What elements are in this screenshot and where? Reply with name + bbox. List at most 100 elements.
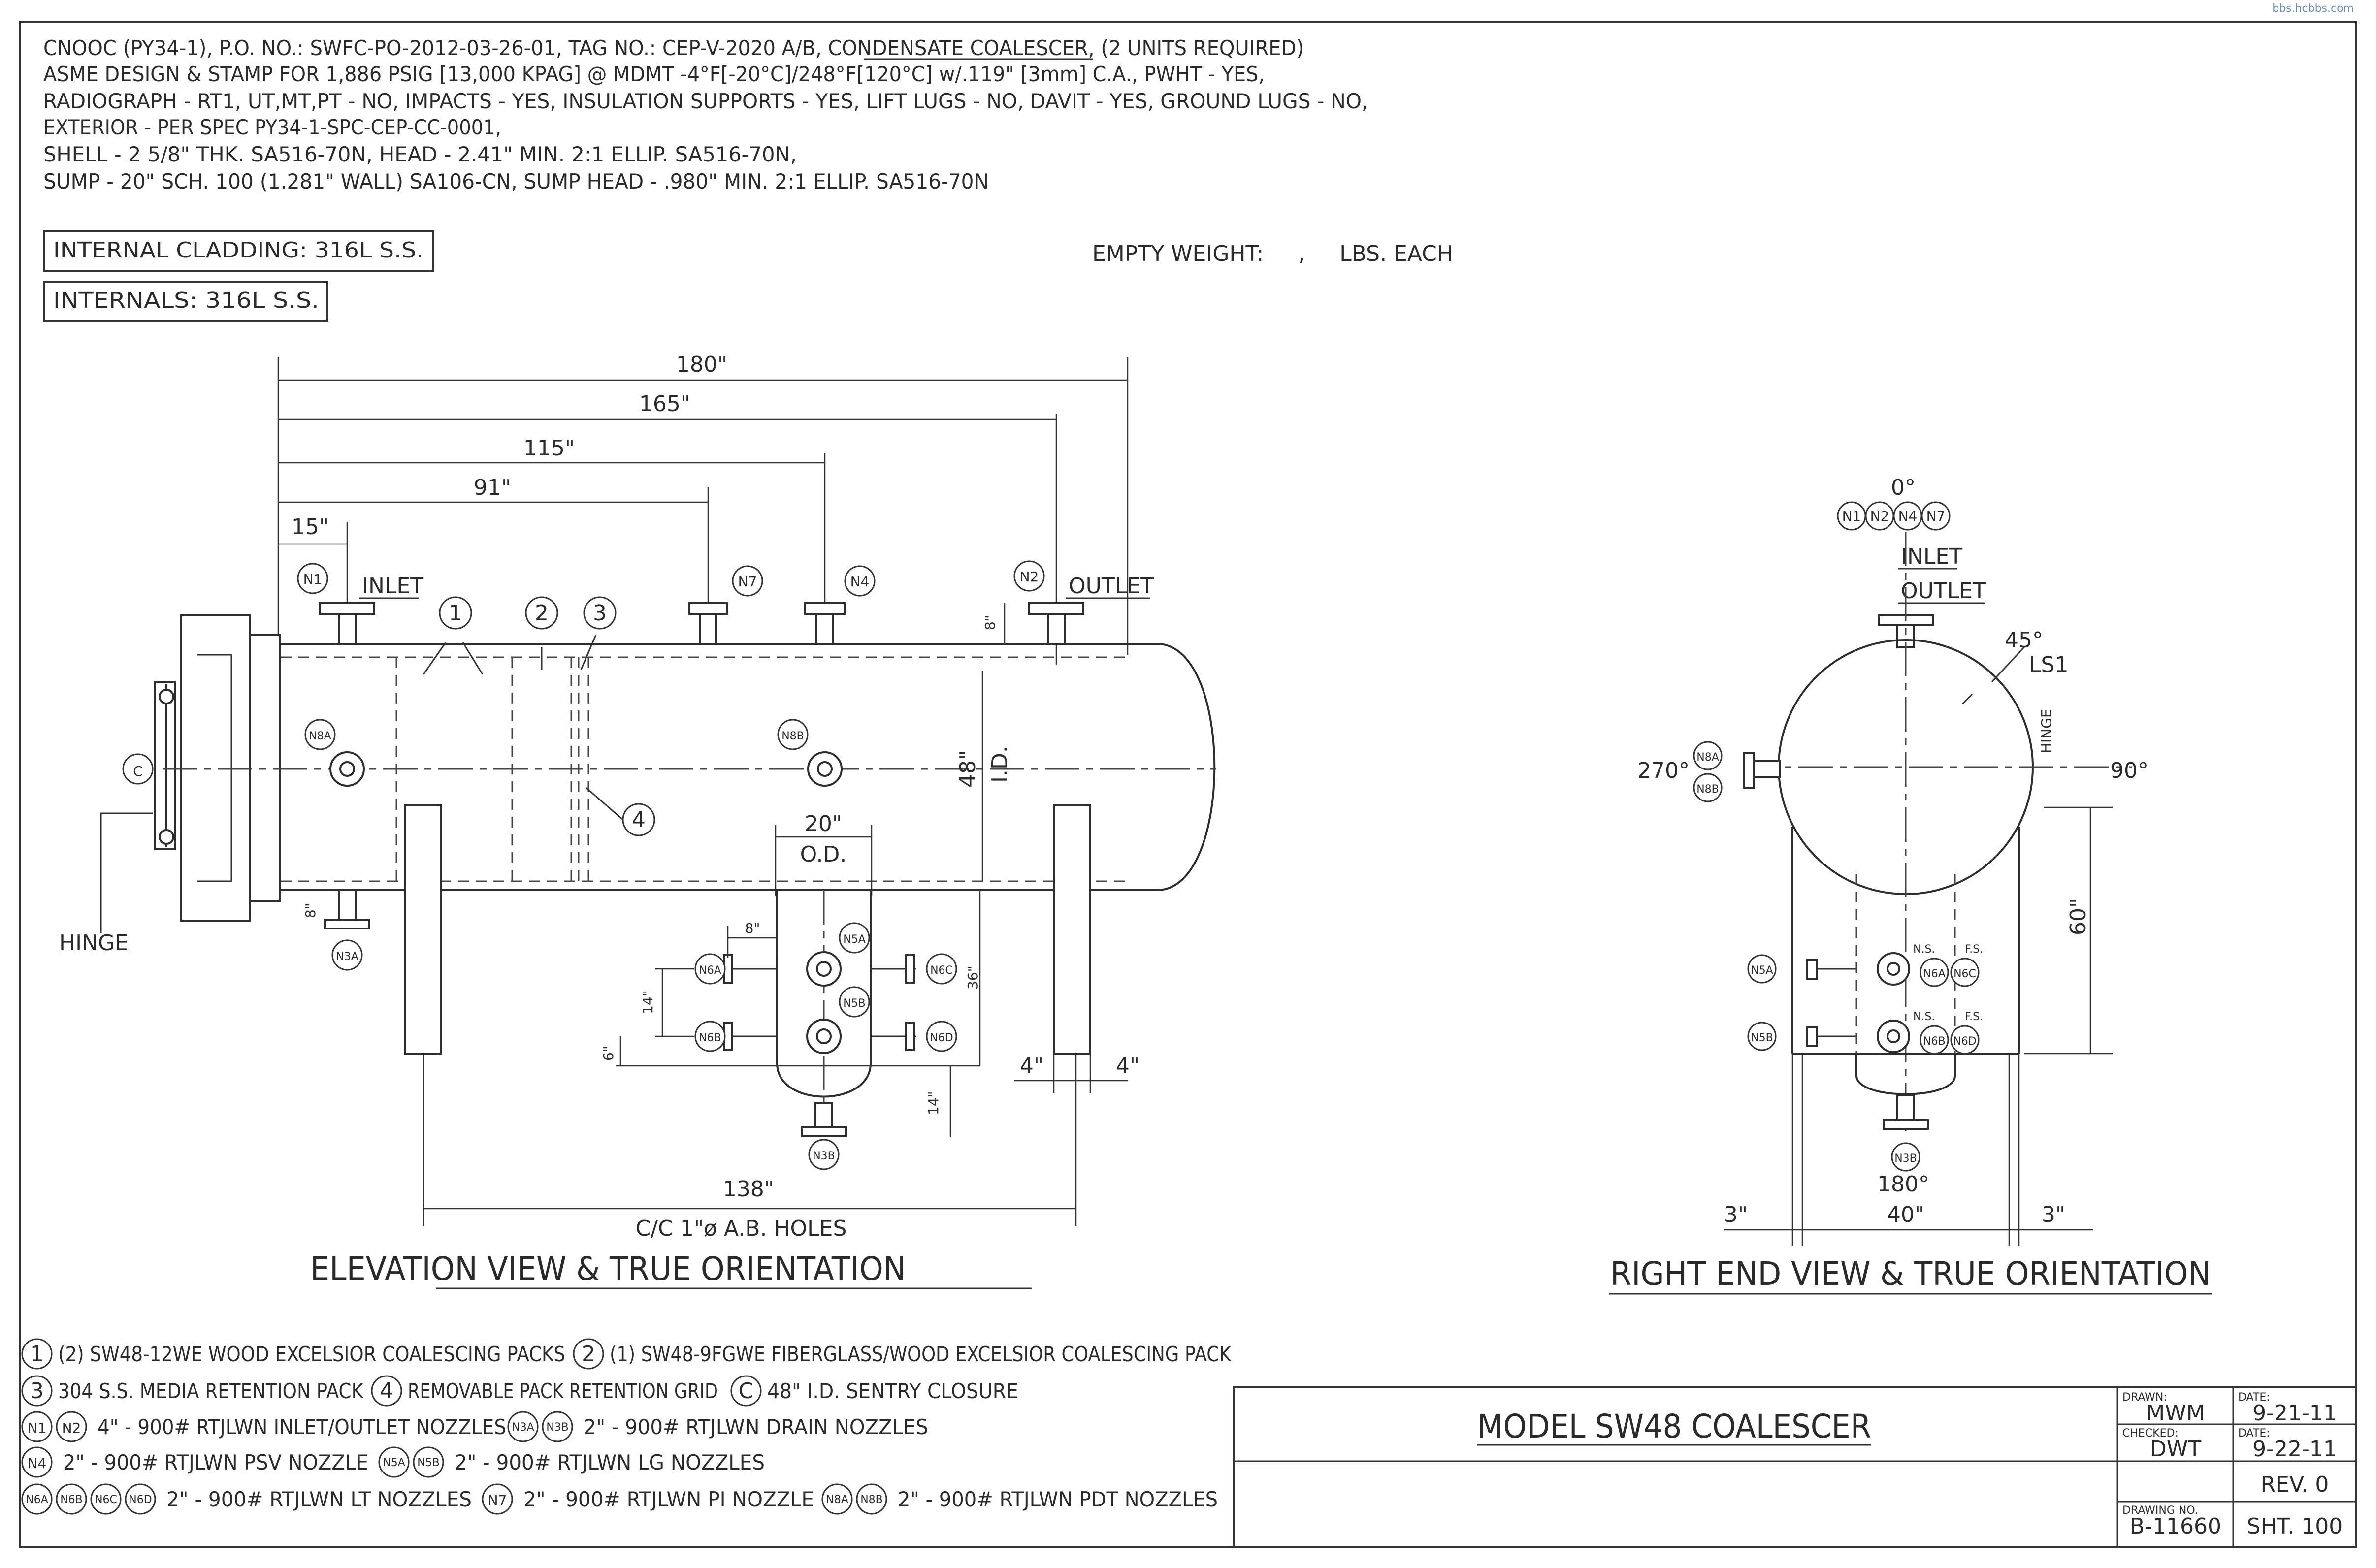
dim-180: 180"	[676, 352, 727, 377]
dim-8-bottom: 8"	[302, 903, 319, 918]
note-text-1: (2) SW48-12WE WOOD EXCELSIOR COALESCING …	[58, 1342, 565, 1366]
note-text-11: 2" - 900# RTJLWN PDT NOZZLES	[898, 1487, 1218, 1511]
end-n8a: N8A	[1696, 751, 1719, 764]
note-text-9: 2" - 900# RTJLWN LT NOZZLES	[166, 1487, 472, 1511]
ls1-label: LS1	[2029, 652, 2068, 677]
end-n6d: N6D	[1953, 1035, 1976, 1048]
drawn-label: DRAWN:	[2122, 1391, 2167, 1404]
dim-4-left: 4"	[1020, 1054, 1043, 1079]
note-bubble-n1: N1	[28, 1420, 47, 1436]
dim-3-left: 3"	[1724, 1202, 1748, 1227]
dim-40: 40"	[1887, 1202, 1924, 1227]
dim-60: 60"	[2066, 898, 2091, 935]
note-bubble-n3b: N3B	[546, 1421, 569, 1434]
date2-label: DATE:	[2238, 1427, 2270, 1440]
end-n3b: N3B	[1894, 1152, 1917, 1165]
angle-180: 180°	[1877, 1172, 1929, 1197]
item-1-bubble: 1	[449, 601, 462, 626]
note-text-7: 2" - 900# RTJLWN PSV NOZZLE	[63, 1450, 368, 1474]
end-n6b: N6B	[1923, 1035, 1946, 1048]
dim-15: 15"	[292, 514, 329, 540]
note-bubble-n6a: N6A	[26, 1494, 48, 1506]
dim-od: O.D.	[800, 842, 847, 867]
dim-3-right: 3"	[2042, 1202, 2065, 1227]
angle-45: 45°	[2005, 628, 2043, 653]
nozzle-n8a: N8A	[309, 730, 331, 742]
end-n2: N2	[1870, 508, 1889, 524]
end-inlet: INLET	[1901, 544, 1962, 569]
note-bubble-2: 2	[582, 1342, 595, 1367]
item-2-bubble: 2	[535, 601, 549, 626]
note-text-4: REMOVABLE PACK RETENTION GRID	[408, 1379, 718, 1403]
note-bubble-n5b: N5B	[417, 1457, 440, 1469]
fs-label-1: F.S.	[1965, 943, 1983, 956]
hinge-label: HINGE	[59, 930, 129, 956]
note-text-8: 2" - 900# RTJLWN LG NOZZLES	[455, 1450, 765, 1474]
note-bubble-n2: N2	[62, 1420, 81, 1436]
note-bubble-n6c: N6C	[95, 1494, 117, 1506]
note-bubble-c: C	[739, 1378, 754, 1404]
nozzle-n2: N2	[1020, 569, 1039, 585]
note-bubble-4: 4	[380, 1378, 393, 1404]
note-bubble-n5a: N5A	[383, 1457, 405, 1469]
checked-value: DWT	[2150, 1437, 2201, 1462]
elevation-view: 180" 165" 115" 91" 15" C HINGE	[59, 352, 1216, 1289]
note-bubble-n7: N7	[488, 1492, 507, 1508]
end-view: 0° N1 N2 N4 N7 INLET OUTLET 45° LS1 HING…	[1609, 475, 2212, 1295]
dim-8-top: 8"	[982, 615, 998, 630]
title-block: MODEL SW48 COALESCER DRAWN: MWM DATE: 9-…	[1233, 1386, 2357, 1548]
dim-id: I.D.	[987, 746, 1012, 783]
dim-115: 115"	[523, 436, 575, 461]
nozzle-n6d: N6D	[930, 1032, 953, 1044]
nozzle-n3a: N3A	[336, 951, 358, 963]
end-n8b: N8B	[1696, 783, 1719, 796]
note-text-c: 48" I.D. SENTRY CLOSURE	[767, 1379, 1018, 1403]
sheet-number: SHT. 100	[2247, 1514, 2343, 1539]
nozzle-n5b: N5B	[843, 997, 866, 1010]
internals-label: INTERNALS: 316L S.S.	[53, 288, 319, 313]
corner-mark: bbs.hcbbs.com	[2272, 2, 2354, 15]
date2-value: 9-22-11	[2252, 1437, 2337, 1462]
header-line-5: SHELL - 2 5/8" THK. SA516-70N, HEAD - 2.…	[43, 142, 797, 166]
dim-8-sump: 8"	[745, 920, 760, 936]
dim-48: 48"	[955, 750, 980, 788]
header-line-1: CNOOC (PY34-1), P.O. NO.: SWFC-PO-2012-0…	[43, 36, 1304, 60]
note-bubble-n8b: N8B	[860, 1494, 883, 1506]
dim-91: 91"	[474, 475, 511, 500]
note-text-10: 2" - 900# RTJLWN PI NOZZLE	[523, 1487, 814, 1511]
nozzle-n8b: N8B	[781, 730, 804, 742]
note-bubble-n8a: N8A	[826, 1494, 848, 1506]
header-line-6: SUMP - 20" SCH. 100 (1.281" WALL) SA106-…	[43, 169, 989, 193]
end-n5a: N5A	[1751, 964, 1773, 977]
end-n6a: N6A	[1923, 968, 1946, 980]
note-bubble-n6b: N6B	[60, 1494, 83, 1506]
note-bubble-n3a: N3A	[512, 1421, 534, 1434]
end-n7: N7	[1926, 508, 1946, 524]
cladding-label: INTERNAL CLADDING: 316L S.S.	[53, 238, 423, 263]
holes-note: C/C 1"ø A.B. HOLES	[636, 1216, 847, 1241]
drawing-no-value: B-11660	[2130, 1514, 2221, 1539]
nozzle-n1: N1	[303, 571, 323, 587]
note-text-5: 4" - 900# RTJLWN INLET/OUTLET NOZZLES	[98, 1415, 506, 1439]
model-title: MODEL SW48 COALESCER	[1477, 1408, 1871, 1445]
checked-label: CHECKED:	[2122, 1427, 2179, 1440]
drawing-no-label: DRAWING NO.	[2122, 1504, 2198, 1517]
internals-box	[43, 281, 328, 322]
nozzle-n5a: N5A	[843, 933, 866, 946]
note-bubble-3: 3	[30, 1378, 44, 1404]
empty-weight: EMPTY WEIGHT: , LBS. EACH	[1092, 241, 1453, 266]
outlet-label: OUTLET	[1069, 574, 1154, 599]
end-n6c: N6C	[1953, 968, 1976, 980]
nozzle-n6a: N6A	[699, 964, 721, 977]
note-text-2: (1) SW48-9FGWE FIBERGLASS/WOOD EXCELSIOR…	[610, 1342, 1232, 1366]
dim-165: 165"	[639, 391, 690, 416]
nozzle-n3b: N3B	[813, 1150, 835, 1162]
note-bubble-n6d: N6D	[129, 1494, 152, 1506]
end-n1: N1	[1842, 508, 1861, 524]
ns-label-1: N.S.	[1913, 943, 1935, 956]
dim-138: 138"	[723, 1177, 774, 1202]
end-outlet: OUTLET	[1901, 578, 1986, 604]
angle-270: 270°	[1637, 758, 1690, 783]
angle-0: 0°	[1891, 475, 1916, 500]
